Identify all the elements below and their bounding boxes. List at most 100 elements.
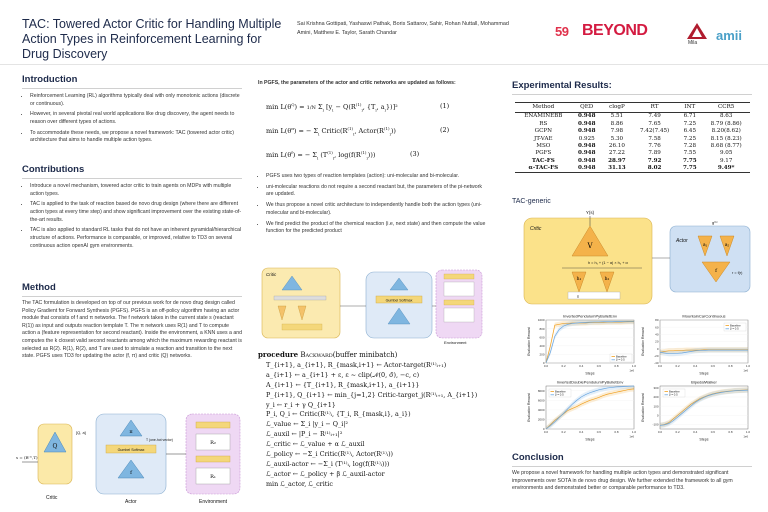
intro-bullet: However, in several pivotal real world a… [30, 110, 244, 126]
results-title-text: Experimental Results: [512, 80, 612, 91]
conclusion-body: We propose a novel framework for handlin… [512, 470, 733, 492]
logo-59-text: 59 [555, 24, 569, 39]
series-line [659, 349, 748, 355]
x-axis-exponent: 1e6 [743, 369, 748, 373]
x-tick-label: 0.2 [562, 430, 567, 434]
plot-title: BipedalWalker [691, 380, 717, 385]
svg-text:h₁: h₁ [577, 276, 582, 282]
contrib-body: Introduce a novel mechanism, towered act… [22, 182, 244, 252]
table-cell: 0.948 [577, 142, 596, 149]
conclusion-title: Conclusion [512, 452, 752, 467]
table-cell: 9.49* [702, 164, 750, 173]
table-cell: 7.76 [648, 142, 661, 149]
x-tick-label: 0.6 [597, 430, 602, 434]
legend-entry: Baseline [616, 354, 627, 358]
series-band [660, 347, 748, 357]
method-body: The TAC formulation is developed on top … [22, 300, 243, 360]
contrib-bullet: TAC is also applied to standard RL tasks… [30, 226, 244, 250]
table-cell: TAC-FS [531, 157, 555, 164]
svg-text:f: f [130, 470, 133, 476]
table-cell: 31.13 [601, 164, 632, 173]
table-cell: 7.65 [648, 120, 661, 127]
series-line [545, 385, 635, 430]
table-cell: 7.25 [683, 120, 697, 127]
algo-args: (buffer minibatch) [332, 351, 398, 359]
y-axis-label: Evaluation Reward [527, 327, 531, 356]
table-cell: α-TAC-FS [515, 164, 572, 173]
generic-a1-label: a₁ [703, 242, 708, 247]
x-tick-label: 0.8 [728, 430, 733, 434]
contrib-bullet: TAC is applied to the task of reaction b… [30, 200, 244, 224]
x-axis-label: Steps [585, 372, 594, 376]
equation-1: min L(θQ) = 1/N Σi [yi − Q(R(1)i, {Ti, a… [266, 102, 398, 113]
x-axis-label: Steps [699, 438, 708, 442]
amii-logo-text: amii [716, 28, 743, 43]
x-tick-label: 1.0 [746, 364, 751, 368]
bottom-env-label: Environment [199, 499, 228, 505]
x-tick-label: 0.0 [544, 364, 549, 368]
series-line [545, 320, 634, 364]
legend-box [662, 388, 686, 398]
generic-a2-label: a₂ [725, 242, 730, 247]
svg-text:h₂: h₂ [605, 276, 610, 282]
x-tick-label: 0.2 [562, 364, 567, 368]
table-cell: 7.28 [683, 142, 697, 149]
y-tick-label: -100 [652, 423, 658, 427]
generic-actor-label: Actor [675, 238, 688, 244]
y-tick-label: 6000 [538, 399, 545, 403]
y-tick-label: -20 [654, 354, 659, 358]
svg-text:π: π [129, 429, 133, 435]
generic-critic-block [523, 217, 653, 305]
svg-text:Q: Q [53, 443, 58, 450]
contrib-title-text: Contributions [22, 164, 85, 175]
x-axis-label: Steps [699, 372, 708, 376]
table-cell: 5.30 [610, 135, 624, 142]
table-cell: 8.79 (8.86) [710, 120, 742, 127]
legend-entry: β = 0.5 [616, 358, 625, 362]
tac-critic-block [261, 267, 341, 339]
results-col-header: QED [571, 102, 602, 113]
y-tick-label: 0 [657, 413, 659, 417]
equation-2-number: (2) [440, 126, 450, 134]
svg-text:s = (R⁽¹⁾,T): s = (R⁽¹⁾,T) [16, 455, 38, 460]
algo-line: T_{i+1}, a_{i+1}, R_{mask,i+1} ← Actor-t… [266, 360, 447, 369]
generic-v-label: V [586, 242, 593, 250]
intro-bullet: To accommodate these needs, we propose a… [30, 129, 244, 145]
equation-1-number: (1) [440, 102, 450, 110]
tac-generic-title: TAC-generic [512, 198, 551, 205]
svg-text:R₂: R₂ [210, 440, 216, 446]
table-cell: 7.55 [683, 150, 697, 157]
y-tick-label: 0 [543, 427, 545, 431]
table-cell: 7.92 [647, 157, 662, 164]
table-cell: GCPN [534, 128, 553, 135]
x-tick-label: 1.0 [632, 430, 637, 434]
results-col-header: CCR5 [702, 102, 750, 113]
table-cell: RS [539, 120, 548, 127]
generic-critic-label: Critic [530, 226, 542, 232]
conclusion-title-text: Conclusion [512, 452, 564, 463]
x-tick-label: 0.0 [658, 430, 663, 434]
algo-name: Backward [300, 351, 333, 359]
algo-line: min ℒ_actor, ℒ_critic [266, 479, 333, 488]
generic-eq-left: h = h₁ + (1 − α) × h₂ + α [588, 261, 629, 265]
y-axis-label: Evaluation Reward [641, 327, 645, 356]
y-tick-label: 20 [655, 340, 659, 344]
table-cell: 7.58 [648, 135, 661, 142]
author-list: Sai Krishna Gottipati, Yashaswi Pathak, … [297, 21, 509, 36]
table-cell: 8.20(8.62) [711, 128, 741, 135]
x-axis-exponent: 1e6 [629, 369, 634, 373]
pgfs-bullet: uni-molecular reactions do not require a… [266, 183, 490, 199]
y-tick-label: 4000 [538, 408, 545, 412]
poster-header: TAC: Towered Actor Critic for Handling M… [0, 0, 768, 65]
x-tick-label: 0.6 [711, 364, 716, 368]
tac-generic-diagram: Critic Y(s) V h = h₁ + (1 − α) × h₂ + α … [523, 210, 751, 305]
poster-title: TAC: Towered Actor Critic for Handling M… [22, 17, 282, 61]
svg-text:g⁽¹⁾: g⁽¹⁾ [712, 220, 718, 225]
y-tick-label: 100 [653, 404, 658, 408]
critic-q-triangle [43, 431, 67, 453]
